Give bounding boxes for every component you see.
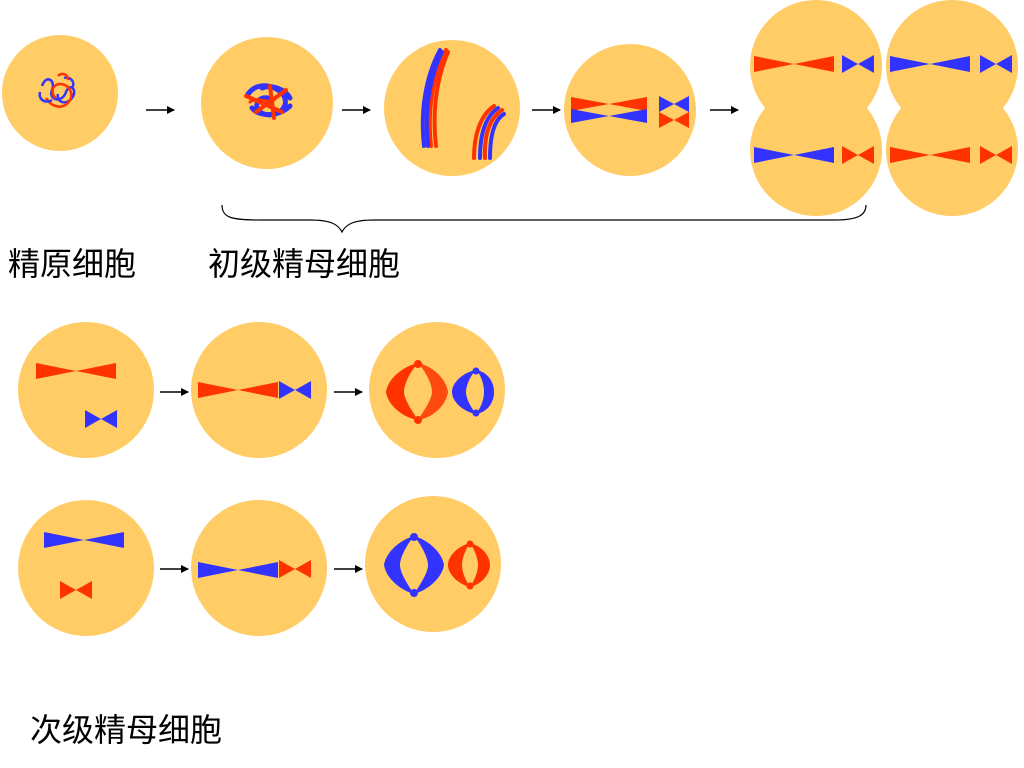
separating-chromatids-blue	[452, 367, 494, 417]
long-homologous-pair	[420, 48, 450, 148]
cell-spermatogonium	[2, 35, 118, 151]
separating-chromatids-blue-long	[384, 533, 444, 597]
cell-primary-prophase	[201, 37, 333, 169]
condensing-chromatin	[244, 83, 293, 120]
cell-primary-tetrads	[564, 44, 696, 176]
label-secondary-spermatocyte: 次级精母细胞	[30, 711, 223, 749]
cell-secondary-a3	[369, 322, 505, 458]
cell-secondary-a2	[191, 322, 327, 458]
cluster-cell-bottom-left	[750, 84, 882, 216]
tangled-chromatin	[38, 72, 76, 108]
short-homologous-pair	[472, 104, 506, 160]
cell-secondary-b2	[191, 500, 327, 636]
cluster-cell-bottom-right	[886, 84, 1018, 216]
separating-chromatids-red	[386, 360, 448, 424]
cell-secondary-b3	[365, 496, 501, 632]
cell-cluster	[750, 0, 1018, 216]
cell-primary-synapsis	[384, 40, 520, 176]
label-spermatogonium: 精原细胞	[8, 245, 137, 283]
primary-spermatocyte-brace	[221, 204, 867, 234]
tetrad-long	[571, 97, 647, 123]
separating-chromatids-red-short	[448, 540, 490, 590]
tetrad-short	[659, 96, 689, 128]
label-primary-spermatocyte: 初级精母细胞	[208, 245, 401, 283]
cell-secondary-a1	[18, 322, 154, 458]
cell-secondary-b1	[18, 500, 154, 636]
